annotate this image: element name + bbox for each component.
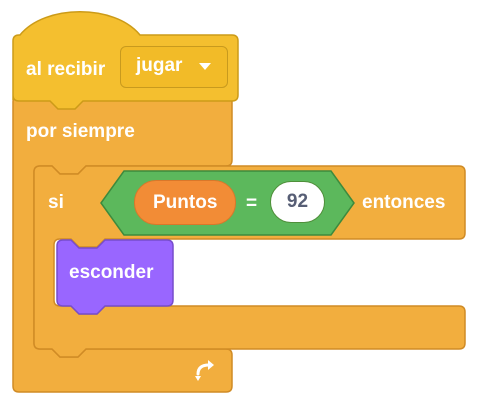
chevron-down-icon <box>199 63 211 70</box>
if-label: si <box>48 192 64 213</box>
equals-sign: = <box>246 193 258 214</box>
variable-name: Puntos <box>153 192 218 213</box>
when-i-receive-label: al recibir <box>26 59 106 80</box>
loop-arrow-icon <box>195 360 214 381</box>
variable-reporter-puntos[interactable]: Puntos <box>134 180 236 225</box>
forever-label: por siempre <box>26 121 135 142</box>
value-input-text: 92 <box>286 191 309 212</box>
message-dropdown[interactable]: jugar <box>120 46 228 88</box>
hide-label: esconder <box>69 262 154 283</box>
then-label: entonces <box>362 192 446 213</box>
hide-block[interactable] <box>56 239 174 315</box>
value-input[interactable]: 92 <box>270 181 325 223</box>
message-dropdown-value: jugar <box>136 55 183 76</box>
